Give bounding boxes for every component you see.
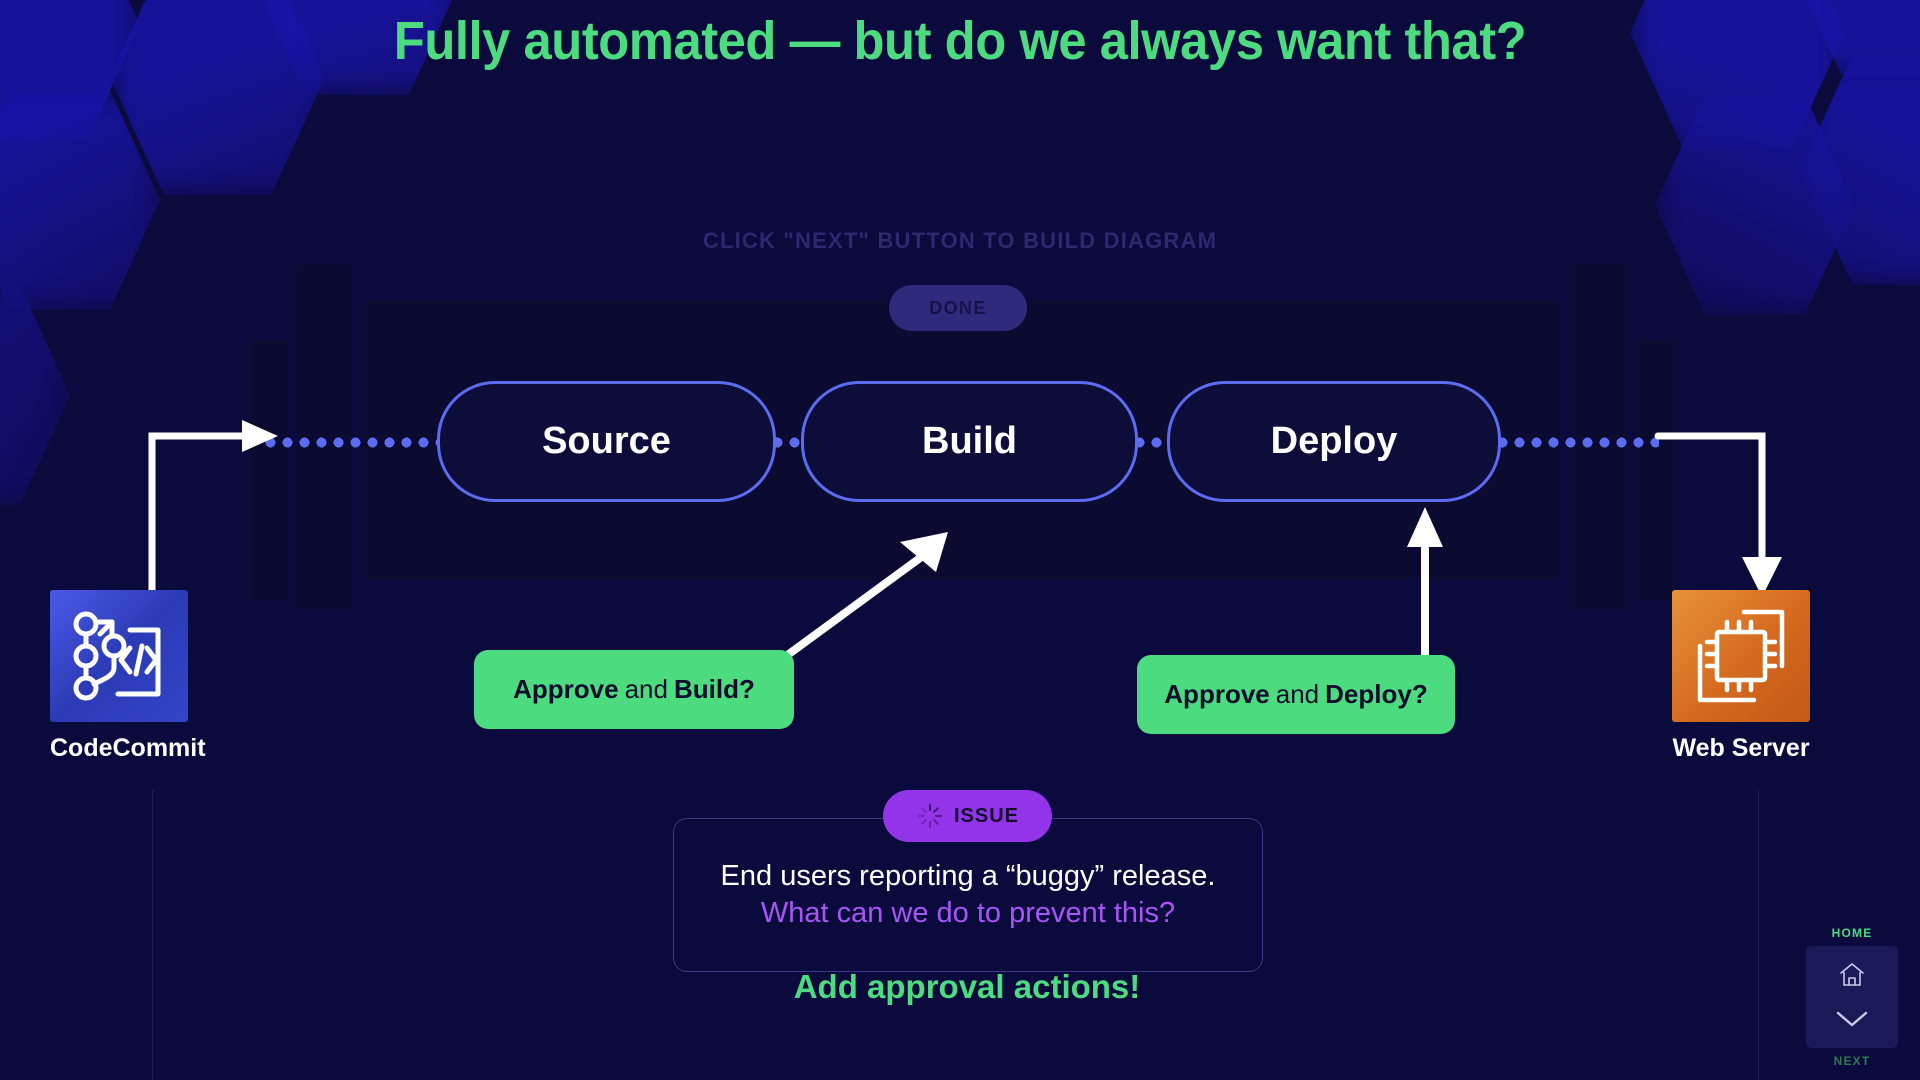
issue-cta: Add approval actions! — [793, 968, 1141, 1005]
pipeline-stage-build[interactable]: Build — [801, 381, 1138, 502]
slide-navigation: HOME NEXT — [1806, 926, 1898, 1068]
callout-regular: and — [1275, 679, 1320, 709]
pipeline-stage-source[interactable]: Source — [437, 381, 776, 502]
codecommit-icon — [50, 590, 188, 722]
approve-deploy-arrow — [1407, 507, 1443, 669]
callout-bold-2: Build? — [673, 674, 755, 704]
callout-bold-1: Approve — [1164, 679, 1270, 709]
service-label: CodeCommit — [50, 734, 206, 762]
frame-bar — [250, 340, 288, 600]
home-icon[interactable] — [1837, 960, 1867, 990]
page-title: Fully automated — but do we always want … — [393, 11, 1527, 71]
service-codecommit[interactable]: CodeCommit — [50, 590, 206, 763]
stage-label: Deploy — [1270, 420, 1398, 462]
callout-bold-2: Deploy? — [1325, 679, 1428, 709]
service-webserver[interactable]: Web Server — [1672, 590, 1810, 763]
callout-approve-deploy[interactable]: Approve and Deploy? — [1137, 655, 1455, 734]
dotted-connector — [265, 437, 437, 448]
dotted-connector — [1497, 437, 1659, 448]
issue-badge: ISSUE — [883, 790, 1052, 842]
nav-next-label[interactable]: NEXT — [1833, 1054, 1871, 1068]
pipeline-stage-deploy[interactable]: Deploy — [1167, 381, 1501, 502]
issue-line-1: End users reporting a “buggy” release. — [720, 860, 1216, 892]
codecommit-to-pipeline-connector — [148, 420, 278, 600]
issue-line-2: What can we do to prevent this? — [760, 897, 1176, 929]
callout-approve-build[interactable]: Approve and Build? — [474, 650, 794, 729]
frame-bar — [1637, 340, 1675, 600]
pipeline-to-webserver-connector — [1654, 432, 1782, 597]
service-label: Web Server — [1672, 734, 1810, 762]
dotted-connector — [772, 437, 801, 448]
callout-bold-1: Approve — [513, 674, 619, 704]
stage-label: Source — [542, 420, 671, 462]
approve-build-arrow — [774, 532, 948, 666]
nav-button-group — [1806, 946, 1898, 1048]
build-diagram-hint: CLICK "NEXT" BUTTON TO BUILD DIAGRAM — [702, 228, 1218, 253]
nav-home-label: HOME — [1831, 926, 1873, 940]
stage-label: Build — [922, 420, 1017, 462]
done-button[interactable]: DONE — [889, 285, 1027, 331]
guide-line-right — [1758, 790, 1759, 1080]
spinner-icon — [917, 804, 942, 828]
chevron-down-icon[interactable] — [1833, 1006, 1871, 1032]
hex-decoration — [1655, 95, 1855, 315]
callout-regular: and — [624, 674, 668, 704]
ec2-chip-icon — [1672, 590, 1810, 722]
hex-decoration — [0, 285, 70, 505]
guide-line-left — [152, 790, 153, 1080]
dotted-connector — [1134, 437, 1167, 448]
issue-badge-label: ISSUE — [953, 804, 1020, 827]
